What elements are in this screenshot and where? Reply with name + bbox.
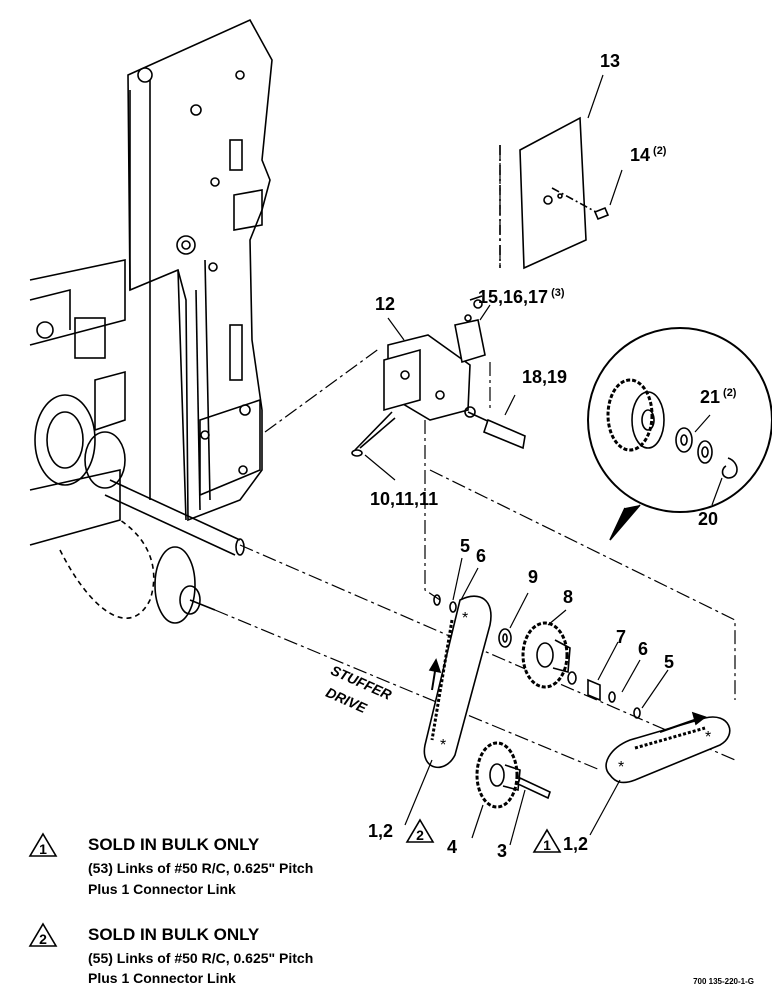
sprocket-8 <box>521 621 571 689</box>
detail-circle <box>587 327 772 541</box>
callout-6-left: 6 <box>476 546 487 566</box>
chain-lower: * * <box>605 711 731 784</box>
note-2-number: 2 <box>39 931 47 947</box>
bolt-10-11 <box>351 411 396 457</box>
bolt-18-19 <box>464 406 526 450</box>
callout-14: 14(2) <box>630 145 667 165</box>
bushing-7 <box>567 671 601 702</box>
callout-1-2-right: 1,2 <box>563 834 589 854</box>
alignment-lines <box>214 145 736 771</box>
note-2-line2: Plus 1 Connector Link <box>88 970 236 986</box>
note-1-line1: (53) Links of #50 R/C, 0.625" Pitch <box>88 860 314 876</box>
washer-5-left <box>433 594 441 606</box>
callout-21: 21(2) <box>700 387 737 407</box>
bulk-marker-callout-2: 2 <box>405 818 435 844</box>
callout-12: 12 <box>375 294 396 314</box>
callout-14-quantity: (2) <box>653 145 667 157</box>
note-2-marker: 2 <box>28 922 58 948</box>
callout-4: 4 <box>447 837 458 857</box>
callout-15-16-17-quantity: (3) <box>551 287 565 299</box>
bulk-marker-callout-1-number: 1 <box>543 837 551 853</box>
note-2-title: SOLD IN BULK ONLY <box>88 925 260 944</box>
note-1-number: 1 <box>39 841 47 857</box>
washer-6-right <box>608 691 616 703</box>
callout-8: 8 <box>563 587 574 607</box>
note-2-line1: (55) Links of #50 R/C, 0.625" Pitch <box>88 950 314 966</box>
note-1-line2: Plus 1 Connector Link <box>88 881 236 897</box>
bulk-marker-callout-1: 1 <box>532 828 562 854</box>
callout-18-19: 18,19 <box>522 367 568 387</box>
callout-21-number: 21 <box>700 387 721 407</box>
svg-text:*: * <box>462 610 468 627</box>
callout-15-16-17: 15,16,17(3) <box>478 287 565 307</box>
callout-3: 3 <box>497 841 508 861</box>
leader-lines <box>364 74 723 846</box>
svg-text:*: * <box>440 737 446 754</box>
callout-21-quantity: (2) <box>723 387 737 399</box>
frame-plate <box>127 18 273 522</box>
callout-6-right: 6 <box>638 639 649 659</box>
washer-5-right <box>633 707 641 719</box>
chain-upper: * * <box>423 595 492 769</box>
callout-13: 13 <box>600 51 621 71</box>
key-3 <box>517 776 551 800</box>
idler-bracket-12 <box>383 295 486 421</box>
sprocket-4 <box>475 741 521 809</box>
figure-id: 700 135-220-1-G <box>693 977 754 986</box>
callout-5-right: 5 <box>664 652 675 672</box>
bolt-14 <box>551 187 610 221</box>
callout-5-left: 5 <box>460 536 471 556</box>
callout-15-16-17-number: 15,16,17 <box>478 287 549 307</box>
note-1-marker: 1 <box>28 832 58 858</box>
callout-10-11-11: 10,11,11 <box>370 489 439 509</box>
washer-6-left <box>449 601 457 613</box>
callout-1-2-left: 1,2 <box>368 821 394 841</box>
note-1-title: SOLD IN BULK ONLY <box>88 835 260 854</box>
svg-text:*: * <box>705 729 711 746</box>
callout-14-number: 14 <box>630 145 651 165</box>
drive-shaft <box>34 394 245 624</box>
callout-20: 20 <box>698 509 719 529</box>
bulk-marker-callout-2-number: 2 <box>416 827 424 843</box>
left-frame-section <box>29 259 126 546</box>
cover-plate-13 <box>499 116 587 270</box>
callout-7: 7 <box>616 627 627 647</box>
callout-9: 9 <box>528 567 539 587</box>
spacer-9 <box>498 628 512 648</box>
svg-text:*: * <box>618 759 624 776</box>
